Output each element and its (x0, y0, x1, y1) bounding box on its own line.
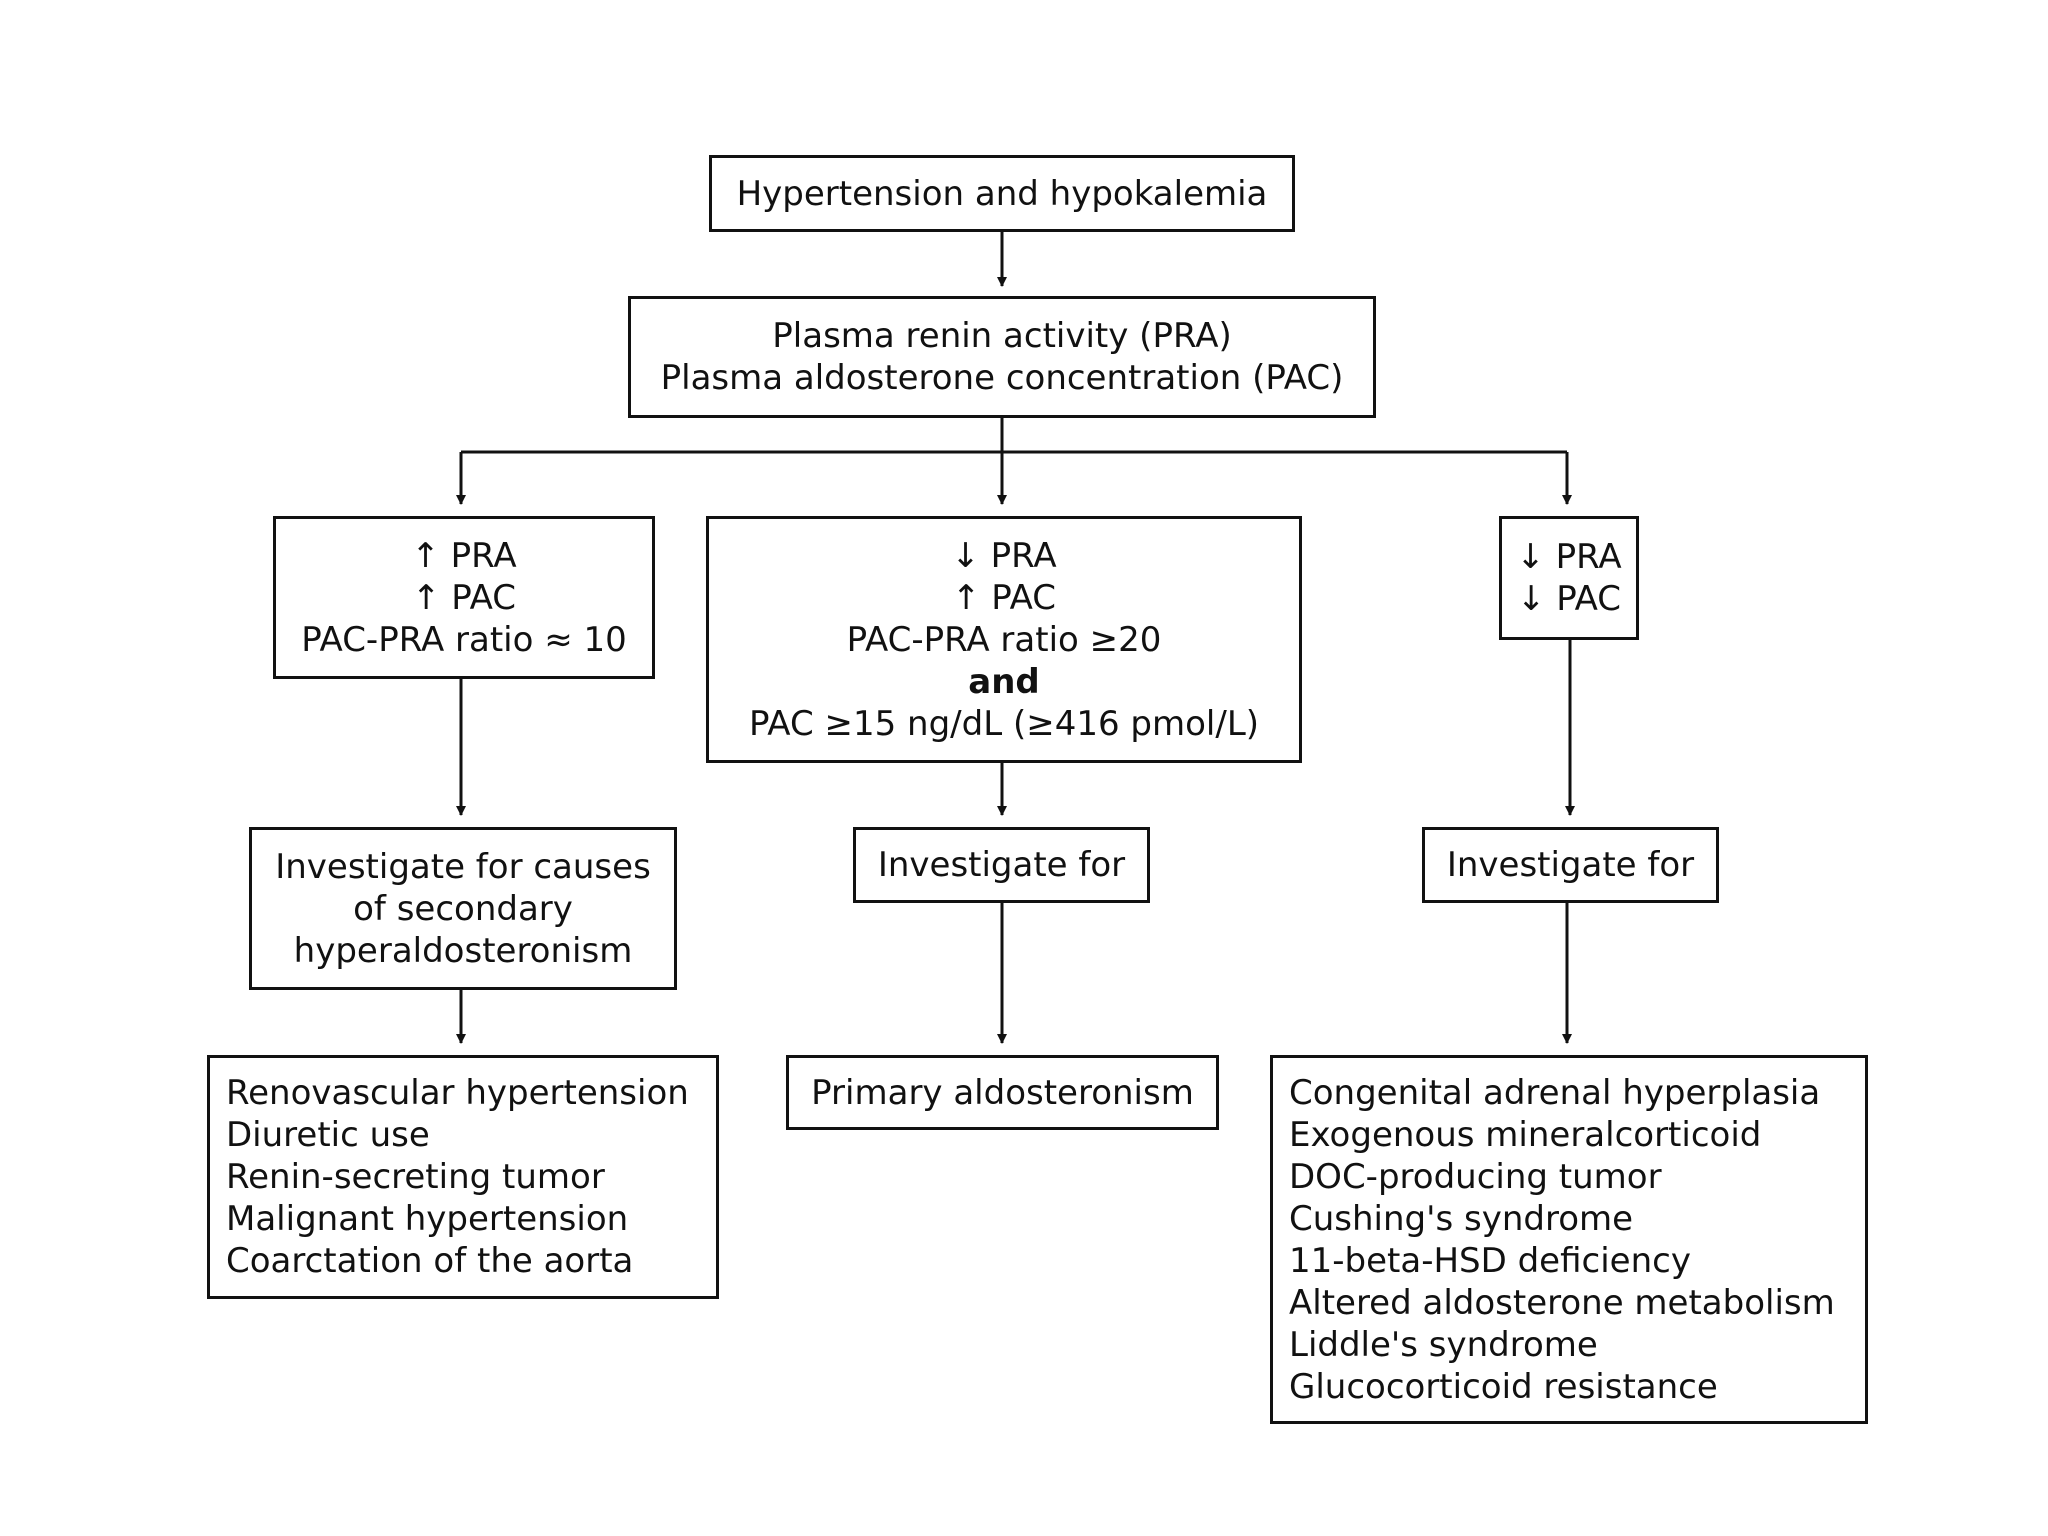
secondary-cause-item: Malignant hypertension (226, 1199, 629, 1239)
primary-aldosteronism-box: Primary aldosteronism (786, 1055, 1219, 1130)
secondary-cause-item: Renovascular hypertension (226, 1073, 689, 1113)
other-causes-box: Congenital adrenal hyperplasia Exogenous… (1270, 1055, 1868, 1424)
other-cause-item: Glucocorticoid resistance (1289, 1366, 1718, 1407)
high-renin-line-3: PAC-PRA ratio ≈ 10 (301, 619, 627, 660)
low-renin-high-aldo-line-5: PAC ≥15 ng/dL (≥416 pmol/L) (748, 703, 1260, 744)
low-both-box: ↓ PRA ↓ PAC (1499, 516, 1639, 640)
low-renin-high-aldo-line-2: ↑ PAC (951, 577, 1057, 618)
tests-line-1: Plasma renin activity (PRA) (772, 316, 1232, 356)
start-box: Hypertension and hypokalemia (709, 155, 1295, 232)
low-renin-high-aldo-box: ↓ PRA ↑ PAC PAC-PRA ratio ≥20 and PAC ≥1… (706, 516, 1302, 763)
other-cause-item: Liddle's syndrome (1289, 1324, 1598, 1365)
start-line-1: Hypertension and hypokalemia (736, 173, 1268, 214)
other-cause-item: Congenital adrenal hyperplasia (1289, 1072, 1821, 1113)
other-cause-item: Cushing's syndrome (1289, 1198, 1634, 1239)
secondary-cause-item: Diuretic use (226, 1115, 430, 1155)
low-renin-high-aldo-and: and (968, 661, 1040, 702)
other-cause-item: Altered aldosterone metabolism (1289, 1282, 1835, 1323)
secondary-causes-box: Renovascular hypertension Diuretic use R… (207, 1055, 719, 1299)
low-both-line-2: ↓ PAC (1516, 579, 1622, 619)
tests-line-2: Plasma aldosterone concentration (PAC) (660, 358, 1344, 398)
investigate-primary-line-1: Investigate for (877, 845, 1126, 885)
investigate-secondary-box: Investigate for causes of secondary hype… (249, 827, 677, 990)
other-cause-item: 11-beta-HSD deficiency (1289, 1240, 1691, 1281)
high-renin-line-2: ↑ PAC (411, 577, 517, 618)
investigate-secondary-line-3: hyperaldosteronism (293, 930, 633, 971)
secondary-cause-item: Renin-secreting tumor (226, 1157, 605, 1197)
high-renin-line-1: ↑ PRA (411, 535, 517, 576)
investigate-secondary-line-2: of secondary (353, 888, 573, 929)
investigate-secondary-line-1: Investigate for causes (275, 846, 651, 887)
low-renin-high-aldo-line-3: PAC-PRA ratio ≥20 (846, 619, 1162, 660)
investigate-other-box: Investigate for (1422, 827, 1719, 903)
other-cause-item: Exogenous mineralcorticoid (1289, 1114, 1762, 1155)
high-renin-box: ↑ PRA ↑ PAC PAC-PRA ratio ≈ 10 (273, 516, 655, 679)
tests-box: Plasma renin activity (PRA) Plasma aldos… (628, 296, 1376, 418)
low-renin-high-aldo-line-1: ↓ PRA (951, 535, 1057, 576)
primary-aldosteronism-line-1: Primary aldosteronism (811, 1072, 1194, 1113)
investigate-primary-box: Investigate for (853, 827, 1150, 903)
investigate-other-line-1: Investigate for (1446, 845, 1695, 885)
other-cause-item: DOC-producing tumor (1289, 1156, 1662, 1197)
secondary-cause-item: Coarctation of the aorta (226, 1241, 634, 1281)
low-both-line-1: ↓ PRA (1516, 537, 1622, 577)
